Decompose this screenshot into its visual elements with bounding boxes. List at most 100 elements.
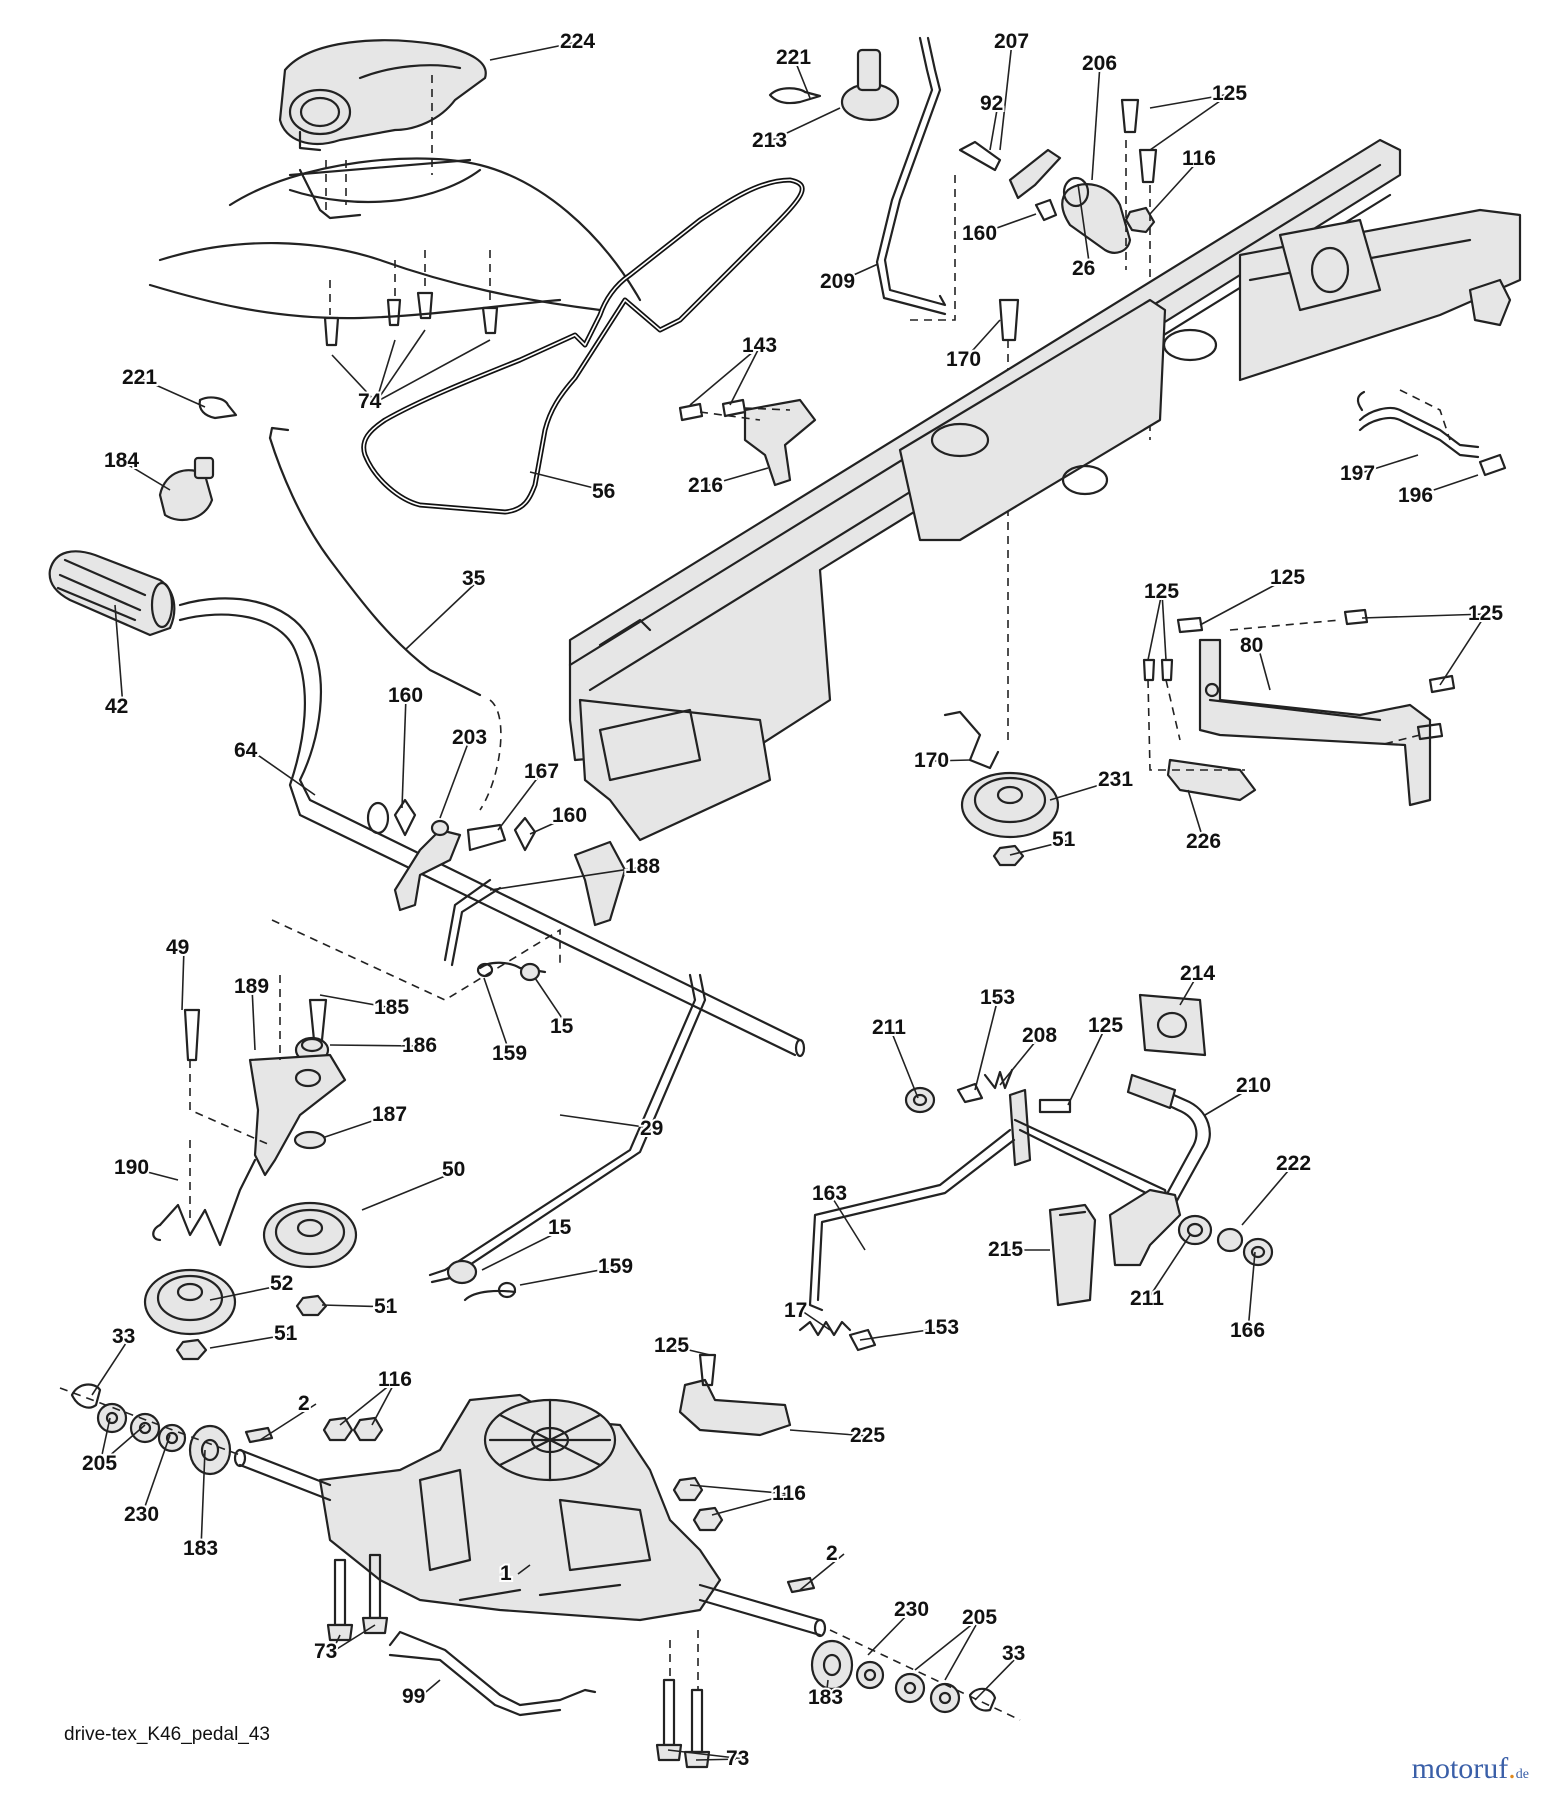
leader-line-183	[200, 1449, 206, 1550]
rod-99	[388, 1630, 597, 1717]
bracket-216	[743, 398, 817, 487]
callout-42: 42	[105, 695, 128, 718]
bolt-125-bottom	[698, 1353, 717, 1387]
callout-layer: 2242212132079220612511616026209170143216…	[80, 28, 1505, 1772]
callout-183: 183	[808, 1686, 843, 1709]
leader-line-184	[121, 460, 171, 491]
leader-line-15	[534, 977, 569, 1028]
lift-rod-209	[875, 36, 947, 316]
watermark-logo: motoruf.de	[1412, 1752, 1529, 1786]
leader-line-230	[867, 1609, 913, 1656]
axle-left	[233, 1448, 332, 1502]
bracket-207	[958, 140, 1062, 200]
callout-183: 183	[183, 1537, 218, 1560]
callout-207: 207	[994, 30, 1029, 53]
callout-80: 80	[1240, 634, 1263, 657]
leader-line-125	[1067, 1025, 1107, 1106]
callout-125: 125	[654, 1334, 689, 1357]
callout-56: 56	[592, 480, 615, 503]
leader-line-33	[91, 1336, 131, 1396]
pad-215	[1048, 1203, 1097, 1307]
callout-205: 205	[82, 1452, 117, 1475]
bushing-211-top	[904, 1086, 936, 1114]
leader-line-125	[1149, 93, 1231, 109]
leader-line-56	[529, 471, 611, 493]
nut-51-c	[992, 844, 1025, 867]
leader-line-80	[1257, 645, 1271, 691]
spring-17	[798, 1320, 852, 1337]
leader-line-222	[1241, 1163, 1295, 1226]
callout-125: 125	[1468, 602, 1503, 625]
clip-153-top	[956, 1082, 984, 1104]
leader-line-51	[1009, 839, 1071, 856]
leader-line-74	[375, 339, 491, 403]
pedal-arm-210	[1126, 1073, 1211, 1212]
leader-line-214	[1179, 973, 1199, 1006]
pin-159-lower	[463, 1281, 517, 1302]
callout-51: 51	[374, 1295, 398, 1318]
leader-line-183	[825, 1679, 829, 1699]
bracket-80	[1198, 638, 1432, 807]
callout-213: 213	[752, 129, 787, 152]
callout-52: 52	[270, 1272, 293, 1295]
callout-50: 50	[442, 1158, 465, 1181]
pulley-231	[960, 771, 1060, 839]
callout-153: 153	[980, 986, 1015, 1009]
callout-73: 73	[314, 1640, 337, 1663]
callout-74: 74	[358, 390, 382, 413]
leader-line-225	[789, 1429, 869, 1437]
leader-line-125	[1149, 93, 1231, 151]
callout-230: 230	[124, 1503, 159, 1526]
callout-208: 208	[1022, 1024, 1057, 1047]
callout-222: 222	[1276, 1152, 1311, 1175]
pin-125-pedal	[1038, 1098, 1072, 1114]
callout-51: 51	[1052, 828, 1076, 851]
watermark-dot: .	[1508, 1752, 1516, 1785]
drive-belt-56	[361, 177, 805, 515]
leader-line-125	[1199, 577, 1289, 626]
callout-211: 211	[872, 1016, 906, 1039]
leader-line-74	[331, 354, 377, 403]
leader-line-125	[1161, 591, 1167, 661]
leader-line-125	[671, 1345, 711, 1356]
leader-line-205	[99, 1424, 146, 1465]
fastener-guides-74	[329, 250, 491, 315]
leader-line-26	[1077, 183, 1091, 270]
leader-line-185	[319, 994, 393, 1009]
leader-line-42	[114, 604, 124, 708]
leader-line-221	[793, 57, 811, 99]
callout-116: 116	[772, 1482, 806, 1505]
callout-184: 184	[104, 449, 139, 472]
callout-33: 33	[1002, 1642, 1025, 1665]
bolts-125-top	[1120, 98, 1158, 184]
leader-line-116	[371, 1379, 397, 1426]
carriage-bolt-170-top	[998, 298, 1020, 342]
bolt-guides-73	[669, 1630, 699, 1690]
leader-line-35	[404, 578, 481, 651]
nut-116-top	[1124, 206, 1156, 234]
callout-196: 196	[1398, 484, 1433, 507]
callout-226: 226	[1186, 830, 1221, 853]
guides-idler	[189, 975, 281, 1220]
callout-190: 190	[114, 1156, 149, 1179]
leader-line-206	[1091, 63, 1101, 181]
idler-arm-189	[248, 1053, 347, 1177]
callout-51: 51	[274, 1322, 298, 1345]
callout-160: 160	[388, 684, 423, 707]
screws-143	[678, 398, 747, 422]
leader-line-1	[517, 1564, 531, 1575]
leader-line-208	[999, 1035, 1041, 1086]
nut-51-a	[295, 1294, 328, 1317]
linkage-guide	[271, 919, 561, 1001]
guides-143	[699, 407, 791, 421]
leader-line-213	[769, 107, 841, 142]
console-cover-224	[278, 39, 487, 152]
leader-line-209	[837, 263, 879, 283]
leader-line-160	[979, 213, 1037, 235]
pin-159-upper	[476, 961, 547, 978]
leader-line-125	[1361, 613, 1487, 619]
callout-185: 185	[374, 996, 409, 1019]
callout-205: 205	[962, 1606, 997, 1629]
leader-line-211	[889, 1027, 919, 1099]
